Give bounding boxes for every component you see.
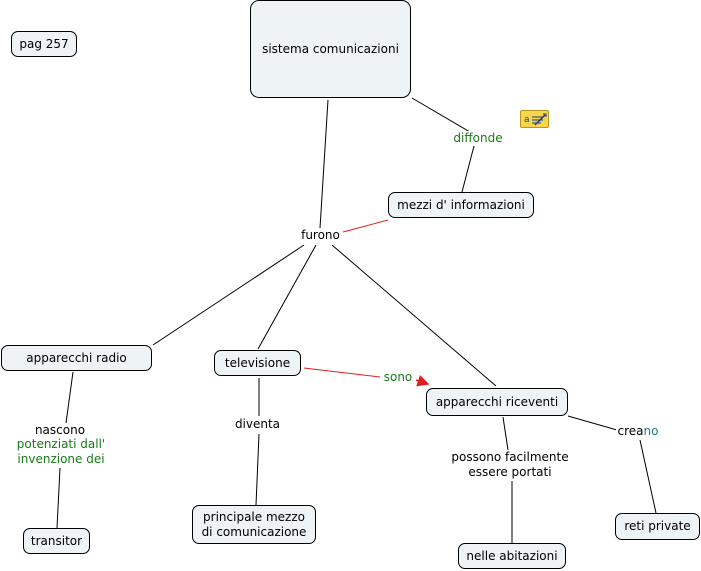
- link-label-furono: furono: [298, 228, 343, 243]
- link-label-diffonde: diffonde: [450, 131, 506, 146]
- line-televisione-sono: [303, 367, 381, 378]
- link-label-nascono: nascono: [30, 423, 90, 438]
- node-principale-line2: di comunicazione: [201, 524, 307, 539]
- annotation-note-icon[interactable]: a: [520, 110, 549, 128]
- line-mezzi-furono: [342, 219, 389, 233]
- line-riceventi-possono: [502, 416, 509, 451]
- line-sono-riceventi: [415, 374, 430, 387]
- line-diventa-principale: [255, 433, 260, 506]
- line-furono-radio: [152, 244, 305, 346]
- svg-text:a: a: [524, 115, 530, 125]
- link-label-creano-b: no: [643, 424, 659, 438]
- node-mezzi-label: mezzi d' informazioni: [397, 197, 525, 212]
- link-label-possono-1: possono facilmente: [448, 450, 572, 465]
- link-label-potenziati-2: invenzione dei: [14, 452, 108, 467]
- line-riceventi-creano: [567, 415, 618, 431]
- link-label-potenziati-1: potenziati dall': [14, 437, 108, 452]
- node-abitazioni-label: nelle abitazioni: [466, 548, 558, 563]
- link-label-creano: creano: [616, 424, 660, 439]
- link-label-possono-2: essere portati: [448, 465, 572, 480]
- node-transitor-label: transitor: [30, 533, 83, 548]
- node-apparecchi-riceventi[interactable]: apparecchi riceventi: [426, 388, 568, 416]
- line-furono-televisione: [257, 244, 317, 350]
- line-furono-riceventi: [331, 244, 497, 387]
- node-reti-label: reti private: [624, 519, 691, 533]
- node-pag-257[interactable]: pag 257: [11, 31, 77, 57]
- node-reti-private[interactable]: reti private: [615, 513, 700, 540]
- node-pag-257-label: pag 257: [19, 36, 69, 51]
- line-creano-reti: [639, 439, 657, 514]
- line-sistema-diffonde: [411, 97, 471, 133]
- node-radio-label: apparecchi radio: [26, 350, 127, 365]
- line-radio-nascono: [65, 371, 74, 424]
- line-sistema-furono: [319, 99, 329, 229]
- line-potenziati-transitor: [56, 467, 61, 529]
- node-televisione[interactable]: televisione: [214, 350, 301, 376]
- node-principale-mezzo[interactable]: principale mezzo di comunicazione: [192, 505, 316, 544]
- link-label-creano-a: crea: [617, 424, 644, 438]
- node-televisione-label: televisione: [224, 355, 291, 370]
- node-sistema-label: sistema comunicazioni: [262, 41, 399, 56]
- node-principale-line1: principale mezzo: [203, 509, 305, 524]
- node-apparecchi-radio[interactable]: apparecchi radio: [1, 345, 152, 371]
- node-nelle-abitazioni[interactable]: nelle abitazioni: [458, 543, 566, 569]
- link-label-diventa: diventa: [230, 417, 285, 432]
- line-diffonde-mezzi: [461, 145, 475, 193]
- node-riceventi-label: apparecchi riceventi: [435, 394, 559, 409]
- node-transitor[interactable]: transitor: [23, 528, 90, 554]
- node-sistema-comunicazioni[interactable]: sistema comunicazioni: [250, 0, 411, 98]
- node-mezzi-informazioni[interactable]: mezzi d' informazioni: [388, 192, 534, 218]
- link-label-sono: sono: [380, 370, 416, 385]
